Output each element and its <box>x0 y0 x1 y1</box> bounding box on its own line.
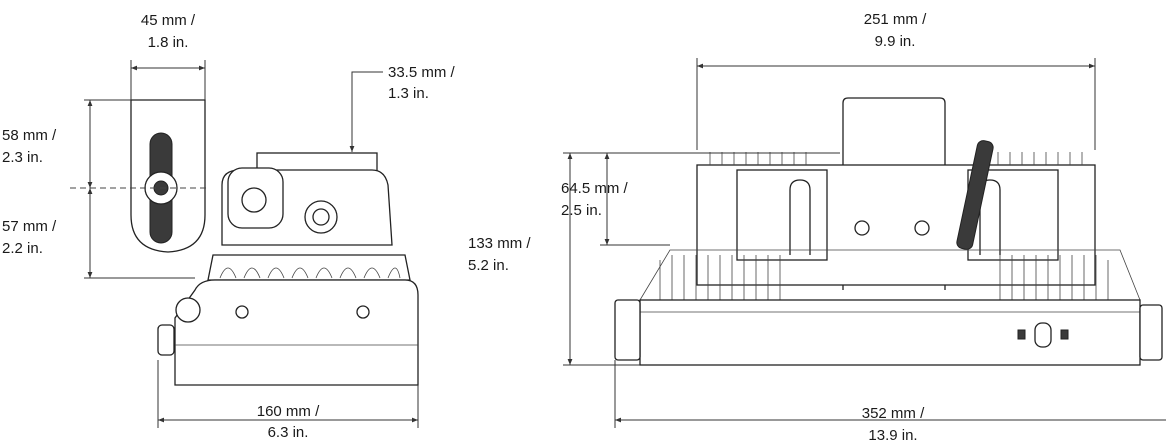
lock-icon-left <box>1017 329 1026 340</box>
side-handle <box>157 324 175 356</box>
right-handle <box>1139 304 1163 361</box>
fins <box>219 267 401 279</box>
dim-label-57mm: 57 mm / <box>2 218 57 235</box>
dim-label-1-3in: 1.3 in. <box>388 85 429 102</box>
front-view: 251 mm / 9.9 in. 64.5 mm / 2.5 in. 133 m… <box>468 11 1166 444</box>
dim-label-352mm: 352 mm / <box>862 405 925 422</box>
front-base <box>639 299 1141 366</box>
dim-label-5-2in: 5.2 in. <box>468 257 509 274</box>
dim-label-251mm: 251 mm / <box>864 11 927 28</box>
dim-label-64-5mm: 64.5 mm / <box>561 180 629 197</box>
dim-label-58mm: 58 mm / <box>2 127 57 144</box>
side-view: 45 mm / 1.8 in. 33.5 mm / 1.3 in. 58 mm … <box>2 12 456 441</box>
dim-label-9-9in: 9.9 in. <box>875 33 916 50</box>
u-bolt-left <box>789 179 811 255</box>
lock-icon-right <box>1060 329 1069 340</box>
left-handle <box>614 299 641 361</box>
screw-left <box>235 305 249 319</box>
nut-right <box>914 220 930 236</box>
dim-label-2-5in: 2.5 in. <box>561 202 602 219</box>
dim-label-160mm: 160 mm / <box>257 403 320 420</box>
nut-left <box>854 220 870 236</box>
power-connector-inner <box>312 208 330 226</box>
dim-label-133mm: 133 mm / <box>468 235 531 252</box>
panel-left <box>736 169 828 261</box>
dim-label-13-9in: 13.9 in. <box>868 427 917 444</box>
lock-slot <box>1034 322 1052 348</box>
dim-label-1-8in: 1.8 in. <box>148 34 189 51</box>
dim-label-2-3in: 2.3 in. <box>2 149 43 166</box>
dim-label-45mm: 45 mm / <box>141 12 196 29</box>
dim-label-33-5mm: 33.5 mm / <box>388 64 456 81</box>
screw-right <box>356 305 370 319</box>
lower-fins <box>639 249 1141 301</box>
dim-label-6-3in: 6.3 in. <box>268 424 309 441</box>
dim-line-side-top-offset <box>349 71 383 152</box>
latch-knob <box>175 297 201 323</box>
dim-label-2-2in: 2.2 in. <box>2 240 43 257</box>
base-body <box>174 279 419 386</box>
xlr-connector <box>241 187 267 213</box>
top-fins <box>709 152 1083 165</box>
crank-handle <box>956 140 994 250</box>
